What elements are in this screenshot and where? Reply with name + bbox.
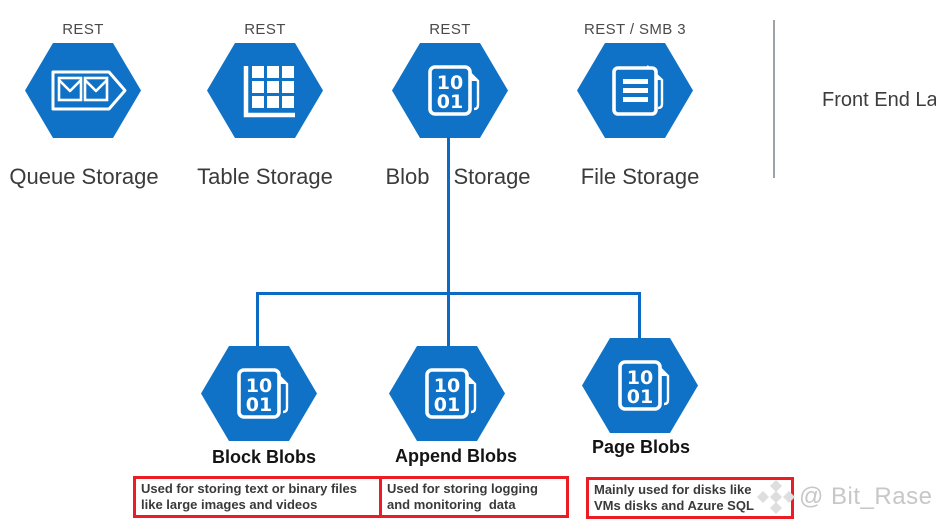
block-blobs-note-line2: like large images and videos [141, 497, 318, 512]
table-storage-icon [207, 43, 323, 138]
block-blobs-label: Block Blobs [211, 447, 317, 467]
connector-drop-block [256, 294, 259, 347]
protocol-label-table: REST [244, 21, 286, 38]
protocol-label-file: REST / SMB 3 [583, 21, 687, 38]
block-blobs-note: Used for storing text or binary files li… [133, 476, 383, 518]
front-end-divider [773, 20, 775, 178]
file-storage-label: File Storage [580, 164, 700, 189]
block-blobs-icon [201, 346, 317, 441]
protocol-label-blob: REST [429, 21, 471, 38]
block-blobs-note-line1: Used for storing text or binary files [141, 481, 357, 496]
table-storage-label: Table Storage [197, 164, 333, 189]
queue-storage-label: Queue Storage [9, 164, 159, 189]
blob-storage-icon [392, 43, 508, 138]
queue-storage-icon [25, 43, 141, 138]
blob-storage-label-word2: Storage [453, 164, 531, 189]
watermark-diamond-icon [757, 480, 795, 514]
blob-storage-label-word1: Blob [385, 164, 430, 189]
connector-blob-vertical [447, 137, 450, 294]
page-blobs-note-line1: Mainly used for disks like [594, 482, 752, 497]
protocol-label-queue: REST [62, 21, 104, 38]
connector-drop-page [638, 294, 641, 339]
append-blobs-label: Append Blobs [395, 446, 517, 466]
append-blobs-icon [389, 346, 505, 441]
blob-storage-label: Blob Storage [350, 164, 566, 190]
page-blobs-label: Page Blobs [591, 437, 691, 457]
file-storage-icon [577, 43, 693, 138]
page-blobs-icon [582, 338, 698, 433]
append-blobs-note-line1: Used for storing logging [387, 481, 538, 496]
append-blobs-note: Used for storing logging and monitoring … [379, 476, 569, 518]
page-blobs-note: Mainly used for disks like VMs disks and… [586, 477, 794, 519]
connector-drop-append [447, 294, 450, 347]
watermark-handle: @ Bit_Rase [799, 483, 933, 510]
append-blobs-note-line2: and monitoring data [387, 497, 516, 512]
front-end-layer-label: Front End Layer [822, 89, 936, 111]
connector-horizontal [256, 292, 641, 295]
page-blobs-note-line2: VMs disks and Azure SQL [594, 498, 754, 513]
